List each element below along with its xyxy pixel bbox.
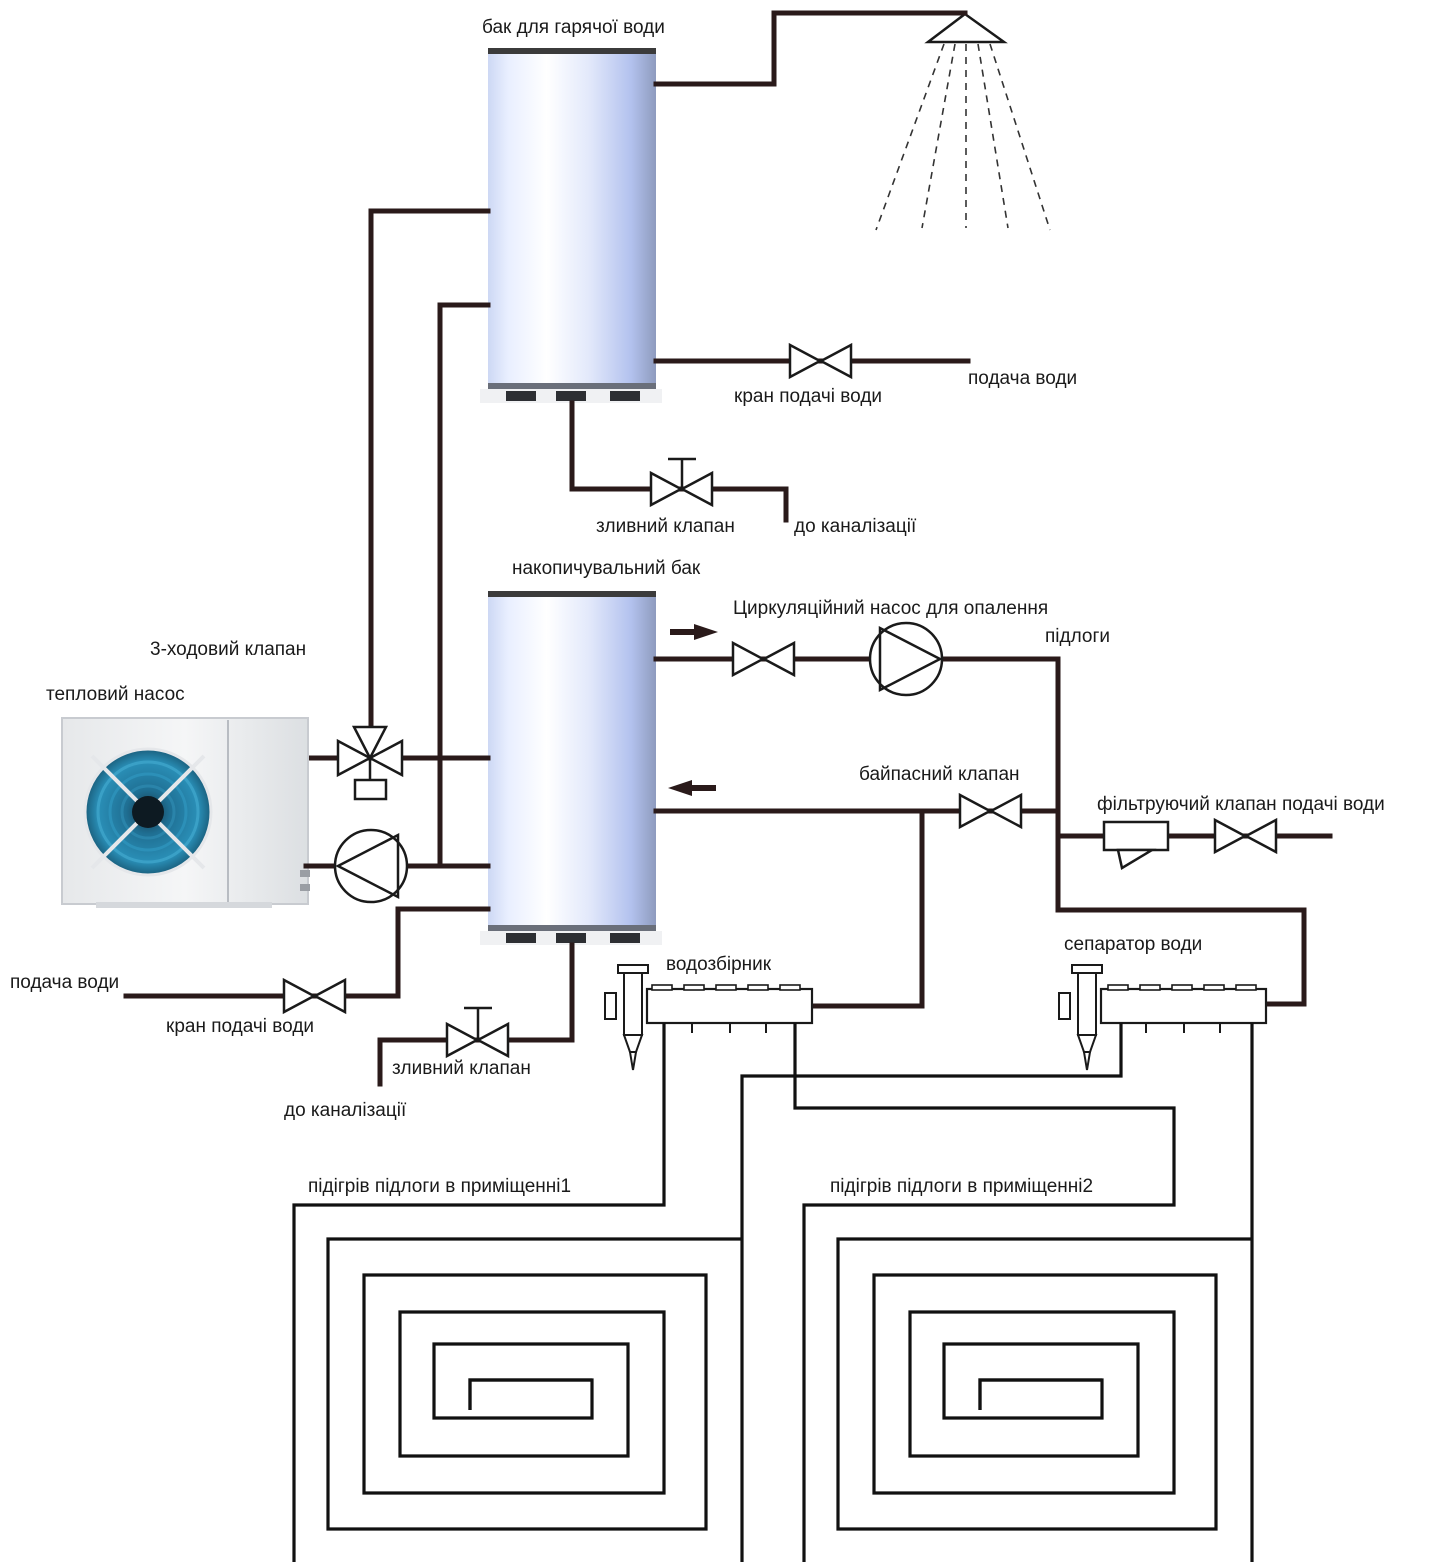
gate-valve-icon: [788, 342, 853, 380]
separator-manifold: [1058, 964, 1268, 1071]
collector-label: водозбірник: [666, 954, 772, 975]
circulation-pump-icon: [868, 621, 944, 697]
circulation-pump-icon: [333, 828, 409, 904]
gate-valve-icon: [282, 977, 347, 1015]
drain-valve-icon: [445, 1006, 510, 1059]
flow-arrow-icon: [668, 780, 716, 796]
gate-valve-icon: [1213, 817, 1278, 855]
separator-label: сепаратор води: [1064, 934, 1202, 955]
heat-pump-unit: [61, 717, 310, 908]
drain-valve-bottom-label: зливний клапан: [392, 1058, 531, 1079]
floor-coil-room2-core: [978, 1378, 1102, 1410]
shower-head-icon: [875, 12, 1051, 231]
hot-water-tank: [480, 48, 662, 403]
flow-arrow-icon: [670, 624, 718, 640]
drain-pipe-top: [569, 400, 789, 523]
loop2-supply-line: [793, 1023, 1176, 1562]
loop1-return-line: [740, 1023, 1123, 1562]
room1-label: підігрів підлоги в приміщенні1: [308, 1176, 571, 1197]
hot-tank-coil-supply: [368, 208, 491, 733]
collector-manifold: [604, 964, 814, 1071]
drain-valve-icon: [649, 457, 714, 508]
three-way-valve-icon: [336, 725, 404, 801]
loop1-supply-line: [292, 1023, 666, 1562]
floor-supply-pipe: [653, 656, 1307, 1007]
supply-valve-top-label: кран подачі води: [734, 386, 882, 407]
supply-valve-bottom-label: кран подачі води: [166, 1016, 314, 1037]
bypass-valve-label: байпасний клапан: [859, 764, 1020, 785]
floor-coil-room2: [836, 1237, 1252, 1531]
heat-pump-label: тепловий насос: [46, 684, 185, 705]
hot-water-outlet-pipe: [653, 10, 968, 87]
hot-tank-label: бак для гарячої води: [482, 17, 665, 38]
fan-icon: [83, 747, 213, 877]
water-supply-top-label: подача води: [968, 368, 1077, 389]
three-way-valve-label: 3-ходовий клапан: [150, 639, 306, 660]
hot-tank-coil-return: [437, 302, 491, 869]
filter-icon: [1102, 820, 1170, 870]
buffer-tank-label: накопичувальний бак: [512, 558, 701, 579]
gate-valve-icon: [958, 792, 1023, 830]
room2-label: підігрів підлоги в приміщенні2: [830, 1176, 1093, 1197]
floor-coil-room1-core: [468, 1378, 592, 1410]
water-supply-bottom-label: подача води: [10, 972, 119, 993]
gate-valve-icon: [731, 640, 796, 678]
circ-pump-label-line1: Циркуляційний насос для опалення: [733, 598, 1048, 619]
filter-valve-label: фільтруючий клапан подачі води: [1097, 794, 1385, 815]
buffer-supply-pipe: [123, 906, 491, 999]
circ-pump-label-line2: підлоги: [1045, 626, 1110, 647]
floor-coil-room1: [326, 1237, 742, 1531]
buffer-tank: [480, 591, 662, 945]
to-sewer-top-label: до каналізації: [794, 516, 917, 537]
collector-return-pipe: [809, 808, 925, 1009]
to-sewer-bottom-label: до каналізації: [284, 1100, 407, 1121]
drain-valve-top-label: зливний клапан: [596, 516, 735, 537]
